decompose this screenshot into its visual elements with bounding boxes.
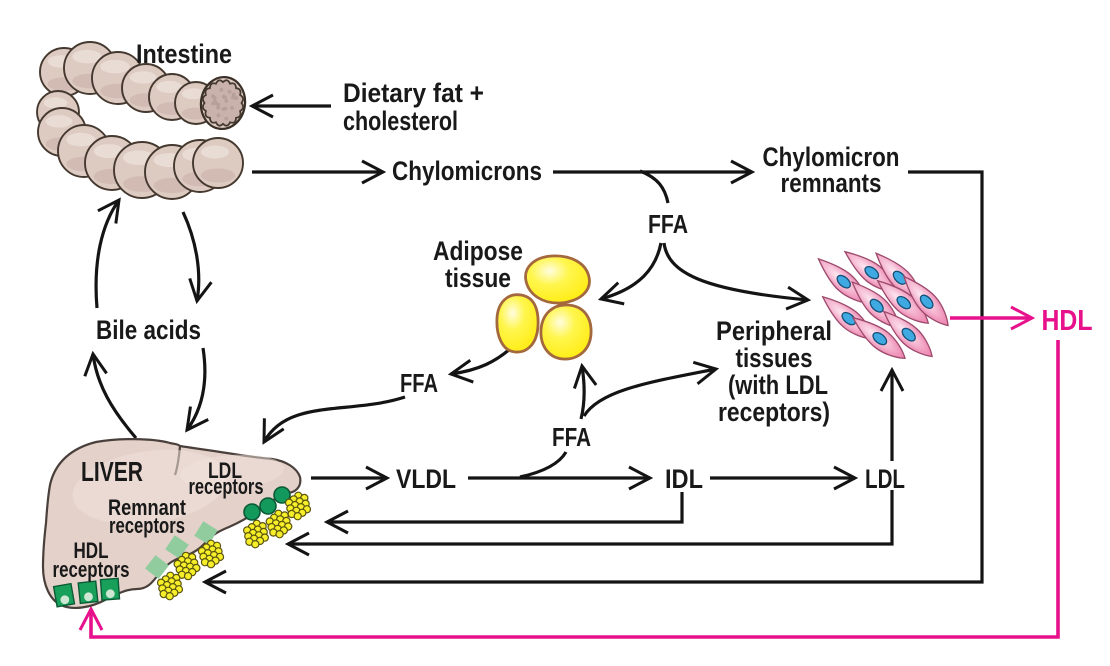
svg-text:remnants: remnants [781,168,882,198]
svg-text:LDL: LDL [208,458,242,483]
svg-text:HDL: HDL [1042,305,1093,337]
svg-text:receptors): receptors) [718,397,830,427]
svg-text:LIVER: LIVER [81,456,143,487]
svg-text:Chylomicrons: Chylomicrons [392,156,542,186]
svg-text:Intestine: Intestine [136,39,232,69]
svg-text:tissue: tissue [445,263,511,293]
svg-text:Peripheral: Peripheral [716,316,832,346]
svg-text:Remnant: Remnant [108,495,187,520]
svg-text:Chylomicron: Chylomicron [763,142,900,172]
svg-text:receptors: receptors [189,474,264,499]
svg-text:receptors: receptors [109,513,185,538]
svg-text:Dietary fat +: Dietary fat + [343,78,484,108]
svg-text:Adipose: Adipose [433,236,523,266]
svg-text:HDL: HDL [74,538,109,563]
svg-text:cholesterol: cholesterol [343,106,458,136]
svg-text:(with LDL: (with LDL [728,370,828,400]
svg-text:receptors: receptors [53,557,130,582]
svg-text:Bile acids: Bile acids [96,315,201,345]
svg-text:FFA: FFA [552,422,591,452]
svg-text:tissues: tissues [736,343,813,373]
svg-text:LDL: LDL [865,464,905,494]
svg-text:FFA: FFA [648,209,688,239]
svg-text:FFA: FFA [400,368,438,398]
svg-text:VLDL: VLDL [396,464,456,494]
svg-text:IDL: IDL [665,464,703,494]
